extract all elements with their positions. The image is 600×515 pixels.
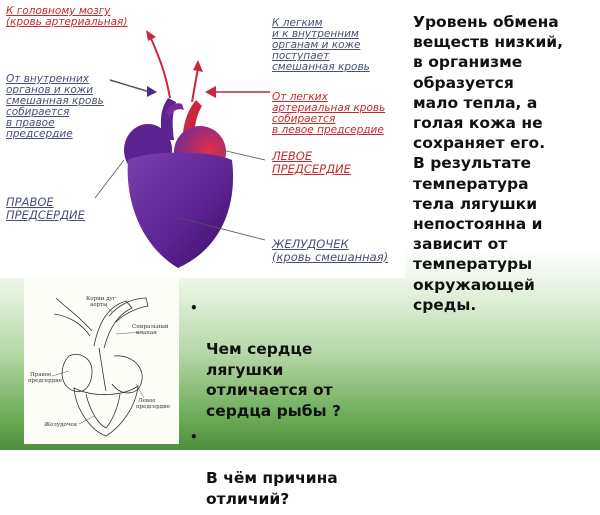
- ventricle: [127, 152, 234, 268]
- sketch-label-left-atrium-1: Левое: [138, 398, 156, 404]
- arrow-from-organs: [109, 79, 151, 93]
- sketch-aorta: [93, 300, 133, 349]
- sketch-leader-left: [135, 383, 145, 399]
- leader-ventricle: [179, 217, 266, 241]
- bullet-icon: •: [190, 430, 198, 444]
- sketch-leader-vent: [78, 415, 95, 425]
- label-left-atrium: ЛЕВОЕ ПРЕДСЕРДИЕ: [272, 149, 351, 176]
- side-description: Уровень обмена веществ низкий, в организ…: [413, 13, 564, 314]
- label-ventricle: ЖЕЛУДОЧЕК (кровь смешанная): [272, 237, 389, 264]
- sketch-label-right-atrium-1: Правое: [30, 372, 51, 378]
- question-text: В чём причина отличий?: [206, 469, 338, 508]
- label-to-lungs: К легким и к внутренним органам и коже п…: [272, 17, 370, 73]
- question-item: • В чём причина отличий?: [190, 427, 395, 509]
- arrow-head-lungs: [193, 60, 203, 72]
- question-text: Чем сердце лягушки отличается от сердца …: [206, 340, 341, 420]
- sketch-label-right-atrium-2: предсердие: [28, 378, 62, 384]
- arrow-to-brain: [149, 35, 171, 99]
- arrow-head-organs: [147, 86, 157, 97]
- arrow-to-lungs: [191, 67, 199, 103]
- sketch-label-valve-1: Спиральный: [132, 324, 169, 330]
- questions-list: • Чем сердце лягушки отличается от сердц…: [190, 298, 395, 515]
- sketch-label-arch-1: Корни дуг: [86, 296, 116, 302]
- sketch-left-atrium: [111, 355, 143, 394]
- sketch-leader-right: [51, 370, 70, 377]
- sketch-label-left-atrium-2: предсердие: [136, 404, 170, 410]
- leader-left-atrium: [221, 149, 266, 161]
- sketch-label-arch-2: аорты: [90, 302, 108, 308]
- sketch-ventricle: [73, 385, 139, 437]
- vessel-top: [166, 103, 184, 118]
- sketch-right-atrium: [61, 354, 93, 393]
- label-from-lungs: От легких артериальная кровь собирается …: [272, 91, 386, 136]
- sketch-leader-valve: [115, 331, 143, 335]
- sketch-label-ventricle: Желудочек: [44, 422, 78, 428]
- label-from-organs: От внутренних органов и кожи смешанная к…: [6, 73, 104, 140]
- sketch-aorta-branch-2: [55, 297, 93, 332]
- arrow-head-lungs-in: [205, 86, 216, 98]
- sketch-aorta-branch: [53, 313, 91, 337]
- sketch-septum: [98, 347, 107, 392]
- leader-right-atrium: [94, 159, 125, 199]
- sketch-label-valve-2: клапан: [136, 330, 157, 336]
- heart-diagram-panel: К головному мозгу (кровь артериальная) К…: [0, 0, 405, 278]
- arrow-head-brain: [146, 30, 156, 41]
- sketch-leader-arch: [105, 305, 113, 313]
- label-to-brain: К головному мозгу (кровь артериальная): [6, 5, 128, 28]
- sketch-ventricle-inner: [85, 393, 121, 429]
- heart-diagram: [94, 30, 270, 268]
- question-item: • Чем сердце лягушки отличается от сердц…: [190, 298, 395, 421]
- sketch-trunk: [108, 297, 149, 323]
- label-right-atrium: ПРАВОЕ ПРЕДСЕРДИЕ: [6, 195, 85, 222]
- bullet-icon: •: [190, 301, 198, 315]
